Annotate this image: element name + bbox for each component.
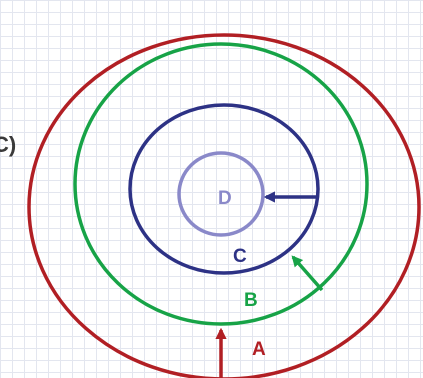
circle-c	[128, 103, 320, 275]
cropped-label-fragment: C)	[0, 132, 16, 157]
label-a: A	[252, 339, 266, 360]
circle-b	[73, 42, 369, 326]
arrow-b-diagonal	[291, 255, 324, 292]
label-d: D	[218, 188, 232, 209]
circle-d	[177, 151, 265, 237]
circle-a	[27, 33, 421, 378]
label-c: C	[233, 246, 247, 267]
label-b: B	[244, 290, 258, 311]
